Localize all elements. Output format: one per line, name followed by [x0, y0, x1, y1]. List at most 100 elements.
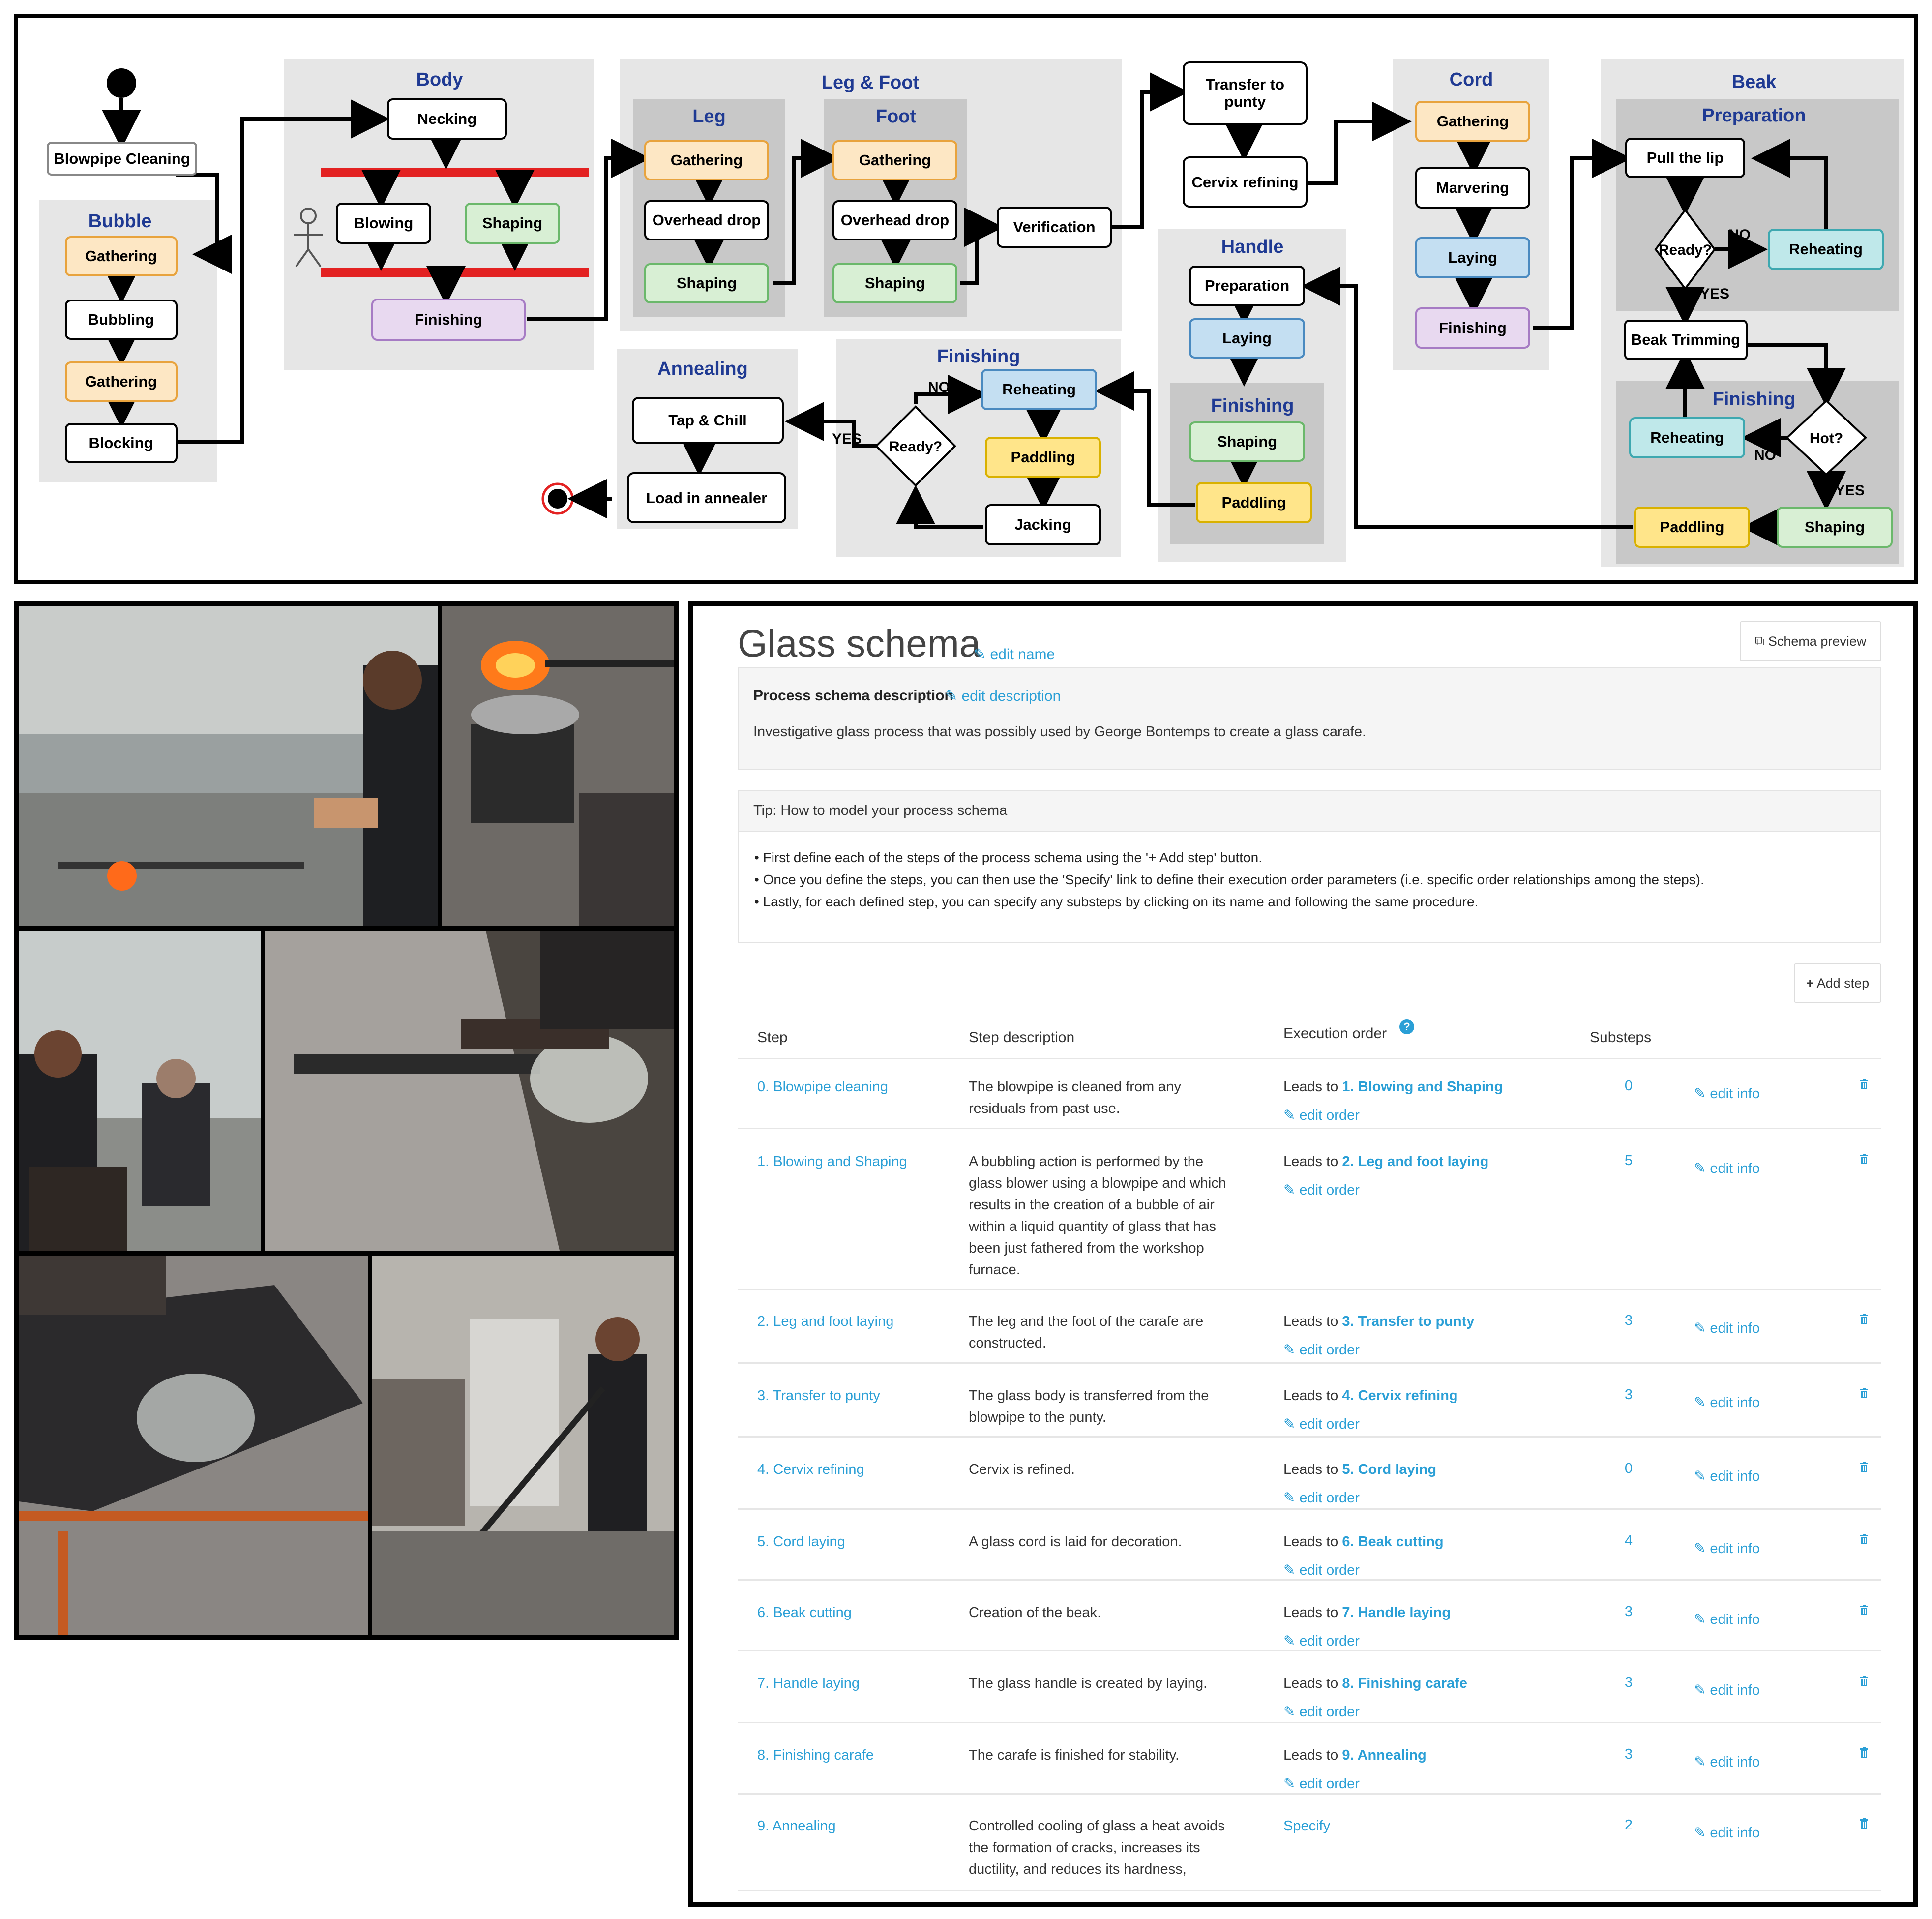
- node-bubble-gathering-1-label: Gathering: [85, 247, 157, 265]
- substeps-count-link[interactable]: 5: [1624, 1153, 1633, 1169]
- trash-icon[interactable]: [1860, 1388, 1869, 1399]
- substeps-count-link[interactable]: 3: [1624, 1387, 1633, 1403]
- tip-item-text: Lastly, for each defined step, you can s…: [763, 894, 1479, 909]
- edit-order-link[interactable]: ✎ edit order: [1283, 1773, 1360, 1795]
- foot-title: Foot: [876, 106, 917, 127]
- node-handle-paddling-label: Paddling: [1222, 494, 1286, 511]
- step-description-line: constructed.: [969, 1335, 1046, 1351]
- trash-icon[interactable]: [1860, 1818, 1869, 1829]
- node-fin-paddling: [985, 437, 1101, 478]
- edit-info-link[interactable]: ✎ edit info: [1694, 1751, 1760, 1773]
- edit-info-link[interactable]: ✎ edit info: [1694, 1679, 1760, 1701]
- edit-info-label: edit info: [1710, 1395, 1760, 1410]
- leads-to-target-link[interactable]: 5. Cord laying: [1342, 1462, 1437, 1477]
- edit-order-link[interactable]: ✎ edit order: [1283, 1701, 1360, 1723]
- substeps-count-link[interactable]: 2: [1624, 1817, 1633, 1833]
- node-cord-gathering: [1415, 101, 1530, 142]
- fork-bar-bottom: [321, 268, 589, 277]
- node-necking-label: Necking: [417, 110, 477, 127]
- node-pull-lip: [1625, 138, 1745, 178]
- table-header-divider: [738, 1058, 1881, 1059]
- leads-to-prefix: Leads to: [1283, 1314, 1338, 1329]
- schema-preview-button[interactable]: ⧉ Schema preview: [1740, 621, 1881, 661]
- node-fin-reheating: [981, 369, 1097, 410]
- edit-info-link[interactable]: ✎ edit info: [1694, 1318, 1760, 1339]
- edit-icon: ✎: [1694, 1541, 1710, 1557]
- step-name-link[interactable]: 4. Cervix refining: [757, 1462, 864, 1477]
- step-description-line: The leg and the foot of the carafe are: [969, 1314, 1204, 1329]
- edit-info-link[interactable]: ✎ edit info: [1694, 1158, 1760, 1179]
- edit-order-link[interactable]: ✎ edit order: [1283, 1105, 1360, 1126]
- edit-info-link[interactable]: ✎ edit info: [1694, 1609, 1760, 1630]
- step-name-link[interactable]: 0. Blowpipe cleaning: [757, 1079, 889, 1095]
- edit-info-link[interactable]: ✎ edit info: [1694, 1538, 1760, 1559]
- step-name-link[interactable]: 9. Annealing: [757, 1818, 836, 1834]
- trash-icon[interactable]: [1860, 1462, 1869, 1472]
- trash-icon[interactable]: [1860, 1154, 1869, 1165]
- two-glassblowers-photo: [19, 931, 261, 1251]
- leads-to-target-link[interactable]: 9. Annealing: [1342, 1747, 1427, 1763]
- node-leg-gathering: [644, 140, 769, 180]
- step-name-link[interactable]: 7. Handle laying: [757, 1676, 860, 1691]
- trash-icon[interactable]: [1860, 1314, 1869, 1324]
- edit-icon: ✎: [1283, 1633, 1300, 1649]
- step-name-link[interactable]: 6. Beak cutting: [757, 1605, 852, 1620]
- trash-icon[interactable]: [1860, 1747, 1869, 1758]
- edit-info-link[interactable]: ✎ edit info: [1694, 1083, 1760, 1105]
- edit-order-link[interactable]: ✎ edit order: [1283, 1630, 1360, 1652]
- edit-order-label: edit order: [1299, 1704, 1360, 1720]
- edit-info-link[interactable]: ✎ edit info: [1694, 1822, 1760, 1844]
- leads-to-target-link[interactable]: 7. Handle laying: [1342, 1605, 1451, 1620]
- fork-bar-top: [321, 168, 589, 177]
- edit-order-label: edit order: [1299, 1776, 1360, 1792]
- leads-to-target-link[interactable]: 8. Finishing carafe: [1342, 1676, 1467, 1691]
- substeps-count-link[interactable]: 3: [1624, 1313, 1633, 1328]
- edit-description-link[interactable]: ✎ edit description: [945, 688, 1061, 705]
- edit-order-link[interactable]: ✎ edit order: [1283, 1487, 1360, 1509]
- substeps-count-link[interactable]: 3: [1624, 1675, 1633, 1690]
- trash-icon[interactable]: [1860, 1676, 1869, 1686]
- substeps-count-link[interactable]: 0: [1624, 1078, 1633, 1094]
- leads-to-prefix: Leads to: [1283, 1676, 1338, 1691]
- edit-info-label: edit info: [1710, 1469, 1760, 1484]
- step-name-link[interactable]: 2. Leg and foot laying: [757, 1314, 894, 1329]
- leads-to-target-link[interactable]: 6. Beak cutting: [1342, 1534, 1444, 1550]
- leads-to-target-link[interactable]: 1. Blowing and Shaping: [1342, 1079, 1503, 1095]
- edit-order-link[interactable]: ✎ edit order: [1283, 1339, 1360, 1361]
- edit-order-label: edit order: [1299, 1562, 1360, 1578]
- start-node: [107, 68, 136, 98]
- edit-info-link[interactable]: ✎ edit info: [1694, 1466, 1760, 1487]
- step-description-line: ductility, and reduces its hardness,: [969, 1861, 1187, 1877]
- edit-info-link[interactable]: ✎ edit info: [1694, 1392, 1760, 1413]
- help-icon[interactable]: ?: [1399, 1019, 1414, 1034]
- substeps-count-link[interactable]: 0: [1624, 1461, 1633, 1476]
- node-beak-hot-decision: [1785, 399, 1867, 476]
- leads-to-target-link[interactable]: 4. Cervix refining: [1342, 1388, 1458, 1404]
- trash-icon[interactable]: [1860, 1534, 1869, 1545]
- edit-name-link[interactable]: ✎ edit name: [974, 646, 1055, 663]
- step-name-link[interactable]: 1. Blowing and Shaping: [757, 1154, 907, 1169]
- edit-icon: ✎: [1694, 1825, 1710, 1841]
- step-name-link[interactable]: 8. Finishing carafe: [757, 1747, 874, 1763]
- step-description-line: The glass handle is created by laying.: [969, 1676, 1208, 1691]
- edit-icon: ✎: [1283, 1776, 1300, 1792]
- node-leg-overhead-label: Overhead drop: [653, 211, 761, 229]
- edit-info-label: edit info: [1710, 1825, 1760, 1841]
- edit-order-link[interactable]: ✎ edit order: [1283, 1413, 1360, 1435]
- leads-to-target-link[interactable]: 2. Leg and foot laying: [1342, 1154, 1489, 1169]
- trash-icon[interactable]: [1860, 1605, 1869, 1616]
- edit-icon: ✎: [1694, 1086, 1710, 1102]
- node-body-shaping: [465, 203, 560, 244]
- specify-link[interactable]: Specify: [1283, 1818, 1331, 1834]
- substeps-count-link[interactable]: 4: [1624, 1533, 1633, 1549]
- edit-order-link[interactable]: ✎ edit order: [1283, 1179, 1360, 1201]
- trash-icon[interactable]: [1860, 1079, 1869, 1090]
- substeps-count-link[interactable]: 3: [1624, 1604, 1633, 1619]
- leads-to-target-link[interactable]: 3. Transfer to punty: [1342, 1314, 1475, 1329]
- substeps-count-link[interactable]: 3: [1624, 1746, 1633, 1762]
- add-step-button[interactable]: + Add step: [1794, 963, 1881, 1003]
- leads-to-prefix: Leads to: [1283, 1747, 1338, 1763]
- step-name-link[interactable]: 3. Transfer to punty: [757, 1388, 880, 1404]
- step-name-link[interactable]: 5. Cord laying: [757, 1534, 845, 1550]
- edit-order-link[interactable]: ✎ edit order: [1283, 1559, 1360, 1581]
